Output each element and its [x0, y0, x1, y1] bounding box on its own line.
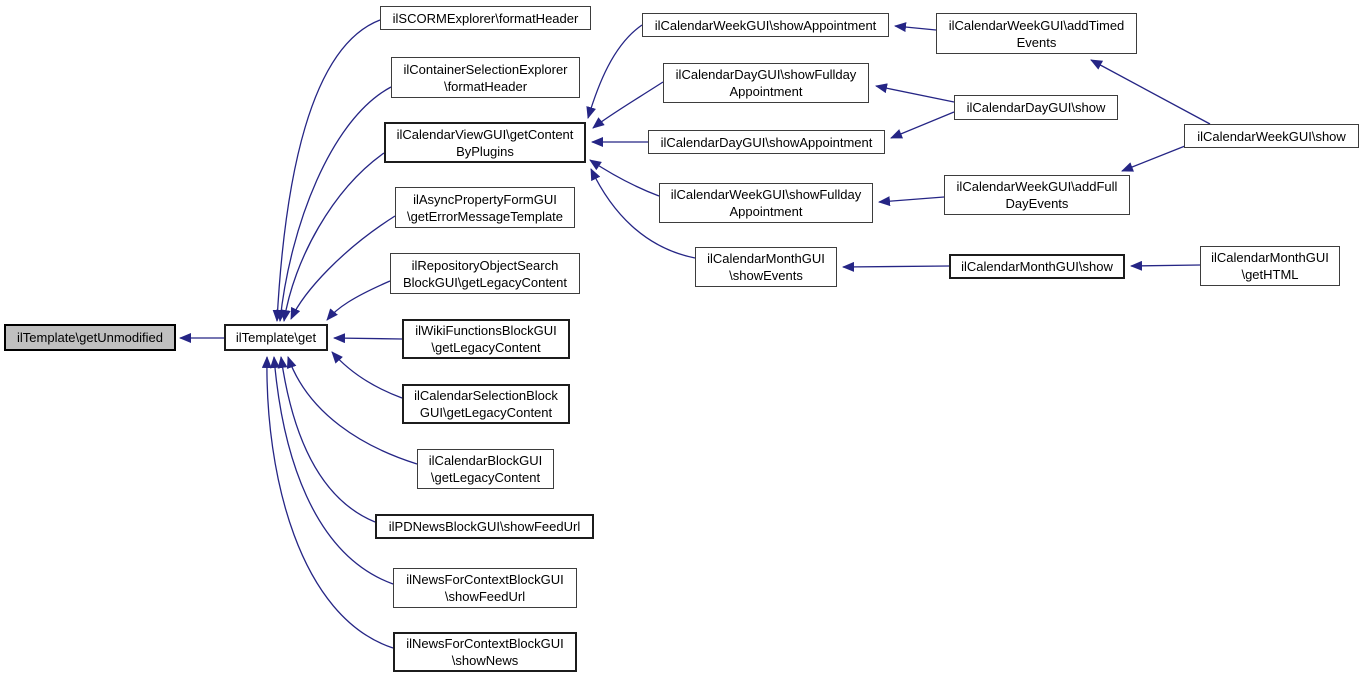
edge-calendar-week-add-full-day-events--calendar-week-show-fullday-appointment [878, 196, 945, 207]
node-repository-object-search-get-legacy-content[interactable]: ilRepositoryObjectSearch BlockGUI\getLeg… [390, 253, 580, 294]
edge-calendar-week-show-fullday-appointment--calendar-view-get-content-by-plugins [589, 159, 660, 197]
node-pd-news-show-feed-url[interactable]: ilPDNewsBlockGUI\showFeedUrl [375, 514, 594, 539]
edge-calendar-selection-get-legacy-content--template-get [331, 351, 403, 399]
edge-calendar-week-show--calendar-week-add-timed-events [1090, 59, 1211, 125]
node-wiki-functions-get-legacy-content[interactable]: ilWikiFunctionsBlockGUI \getLegacyConten… [402, 319, 570, 359]
edge-calendar-week-show-appointment--calendar-view-get-content-by-plugins [586, 24, 643, 119]
edge-news-for-context-show-news--template-get [261, 356, 394, 649]
edge-pd-news-show-feed-url--template-get [277, 356, 376, 523]
node-container-selection-format-header[interactable]: ilContainerSelectionExplorer \formatHead… [391, 57, 580, 98]
edge-calendar-day-show-fullday-appointment--calendar-view-get-content-by-plugins [592, 81, 664, 129]
node-calendar-week-show-appointment[interactable]: ilCalendarWeekGUI\showAppointment [642, 13, 889, 37]
node-news-for-context-show-news[interactable]: ilNewsForContextBlockGUI \showNews [393, 632, 577, 672]
edge-news-for-context-show-feed-url--template-get [269, 356, 394, 585]
node-calendar-day-show[interactable]: ilCalendarDayGUI\show [954, 95, 1118, 120]
edge-calendar-view-get-content-by-plugins--template-get [280, 152, 385, 322]
edge-calendar-month-get-html--calendar-month-show [1130, 260, 1201, 271]
node-async-property-form-get-error-message-template[interactable]: ilAsyncPropertyFormGUI \getErrorMessageT… [395, 187, 575, 228]
node-calendar-day-show-fullday-appointment[interactable]: ilCalendarDayGUI\showFullday Appointment [663, 63, 869, 103]
node-calendar-month-show-events[interactable]: ilCalendarMonthGUI \showEvents [695, 247, 837, 287]
node-calendar-week-show-fullday-appointment[interactable]: ilCalendarWeekGUI\showFullday Appointmen… [659, 183, 873, 223]
edge-async-property-form-get-error-message-template--template-get [290, 215, 396, 320]
edge-scorm-format-header--template-get [272, 19, 381, 322]
node-calendar-selection-get-legacy-content[interactable]: ilCalendarSelectionBlock GUI\getLegacyCo… [402, 384, 570, 424]
edge-calendar-month-show--calendar-month-show-events [842, 261, 950, 272]
node-calendar-day-show-appointment[interactable]: ilCalendarDayGUI\showAppointment [648, 130, 885, 154]
node-calendar-week-add-timed-events[interactable]: ilCalendarWeekGUI\addTimed Events [936, 13, 1137, 54]
edge-calendar-week-show--calendar-week-add-full-day-events [1121, 145, 1186, 172]
node-calendar-month-show[interactable]: ilCalendarMonthGUI\show [949, 254, 1125, 279]
node-calendar-month-get-html[interactable]: ilCalendarMonthGUI \getHTML [1200, 246, 1340, 286]
node-calendar-view-get-content-by-plugins[interactable]: ilCalendarViewGUI\getContent ByPlugins [384, 122, 586, 163]
node-scorm-format-header[interactable]: ilSCORMExplorer\formatHeader [380, 6, 591, 30]
edge-calendar-week-add-timed-events--calendar-week-show-appointment [894, 22, 937, 33]
node-template-get[interactable]: ilTemplate\get [224, 324, 328, 351]
node-calendar-week-add-full-day-events[interactable]: ilCalendarWeekGUI\addFull DayEvents [944, 175, 1130, 215]
edge-wiki-functions-get-legacy-content--template-get [333, 333, 403, 344]
node-calendar-block-get-legacy-content[interactable]: ilCalendarBlockGUI \getLegacyContent [417, 449, 554, 489]
edge-repository-object-search-get-legacy-content--template-get [326, 280, 391, 321]
node-calendar-week-show[interactable]: ilCalendarWeekGUI\show [1184, 124, 1359, 148]
node-news-for-context-show-feed-url[interactable]: ilNewsForContextBlockGUI \showFeedUrl [393, 568, 577, 608]
edge-calendar-day-show--calendar-day-show-fullday-appointment [875, 83, 955, 103]
node-template-get-unmodified: ilTemplate\getUnmodified [4, 324, 176, 351]
edge-calendar-month-show-events--calendar-view-get-content-by-plugins [590, 168, 696, 259]
edge-calendar-block-get-legacy-content--template-get [286, 356, 418, 465]
edge-calendar-day-show--calendar-day-show-appointment [890, 111, 955, 139]
edge-container-selection-format-header--template-get [276, 86, 392, 322]
